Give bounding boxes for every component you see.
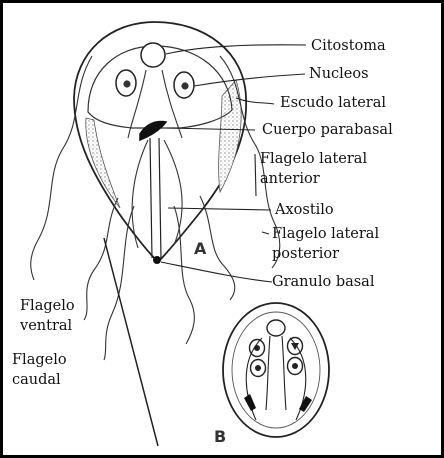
label-flagelo-caudal-1: Flagelo [12,352,67,368]
label-citostoma: Citostoma [311,38,386,54]
label-granulo-basal: Granulo basal [272,274,374,290]
label-nucleos: Nucleos [309,66,369,82]
label-flagelo-lateral-anterior-2: anterior [260,171,320,187]
basal-granule [153,256,161,264]
cytostome [141,43,165,67]
label-axostilo: Axostilo [275,202,334,218]
label-flagelo-lateral-posterior-1: Flagelo lateral [272,226,379,242]
nucleus-left [116,70,136,96]
label-flagelo-ventral-1: Flagelo [20,298,75,314]
cyst-cytostome [267,320,285,336]
label-escudo-lateral: Escudo lateral [280,95,386,111]
nucleus-right [174,72,194,98]
label-flagelo-ventral-2: ventral [20,318,72,334]
caudal-flagellum [104,238,158,446]
label-flagelo-lateral-posterior-2: posterior [272,246,339,262]
panel-letter-b: B [214,427,226,446]
label-flagelo-caudal-2: caudal [12,372,61,388]
cyst-b: B [214,303,329,446]
label-cuerpo-parabasal: Cuerpo parabasal [262,122,393,138]
panel-letter-a: A [194,239,207,258]
label-flagelo-lateral-anterior-1: Flagelo lateral [260,151,367,167]
